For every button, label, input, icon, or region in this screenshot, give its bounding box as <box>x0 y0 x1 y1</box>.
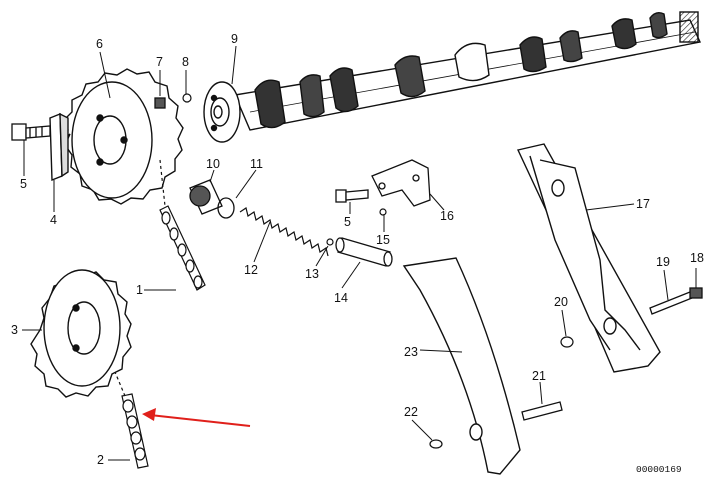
callout-13: 13 <box>305 267 319 281</box>
callout-16: 16 <box>440 209 454 223</box>
callout-23: 23 <box>404 345 418 359</box>
highlight-arrow <box>142 408 251 427</box>
callout-5-right: 5 <box>344 215 351 229</box>
guide-rail-17 <box>516 143 661 373</box>
callout-1: 1 <box>136 283 143 297</box>
bolt-21 <box>521 401 563 421</box>
callout-22: 22 <box>404 405 418 419</box>
nut-18 <box>689 287 703 299</box>
sprocket-bracket <box>49 112 69 182</box>
tensioner-spring-12 <box>239 207 329 257</box>
callout-12: 12 <box>244 263 258 277</box>
callout-18: 18 <box>690 251 704 265</box>
bracket-16 <box>371 159 431 207</box>
seal-ring-11 <box>217 197 235 219</box>
timing-chain-upper <box>159 159 206 291</box>
callout-6: 6 <box>96 37 103 51</box>
reference-code: 00000169 <box>636 464 682 475</box>
washer-22 <box>429 439 443 449</box>
leader-lines <box>22 45 697 461</box>
bolt-5-right <box>335 189 369 203</box>
callout-3: 3 <box>11 323 18 337</box>
washer-13 <box>326 238 334 246</box>
callout-20: 20 <box>554 295 568 309</box>
timing-chain-lower <box>109 359 149 469</box>
washer-20 <box>560 336 574 348</box>
callout-21: 21 <box>532 369 546 383</box>
camshaft-sprocket <box>61 68 184 205</box>
callout-19: 19 <box>656 255 670 269</box>
washer-15 <box>379 208 387 216</box>
callout-17: 17 <box>636 197 650 211</box>
callout-9: 9 <box>231 32 238 46</box>
callout-15: 15 <box>376 233 390 247</box>
callout-2: 2 <box>97 453 104 467</box>
camshaft <box>203 11 702 143</box>
callout-10: 10 <box>206 157 220 171</box>
camshaft-lobes <box>254 11 668 129</box>
callout-4: 4 <box>50 213 57 227</box>
callout-5-left: 5 <box>20 177 27 191</box>
tensioner-piston-14 <box>335 237 393 267</box>
bolt-5-left <box>11 123 51 141</box>
tensioner-rail-23 <box>402 257 521 475</box>
callout-11: 11 <box>250 157 263 171</box>
callout-14: 14 <box>334 291 348 305</box>
callout-7: 7 <box>156 55 163 69</box>
bolt-7 <box>154 97 166 109</box>
callout-8: 8 <box>182 55 189 69</box>
pin-8 <box>182 93 192 103</box>
tensioner-cap-10 <box>189 179 223 215</box>
bolt-19 <box>649 291 693 315</box>
crankshaft-sprocket <box>30 269 132 398</box>
callout-labels: 1 2 3 4 5 5 6 7 8 9 10 11 12 13 14 15 16… <box>11 32 704 467</box>
